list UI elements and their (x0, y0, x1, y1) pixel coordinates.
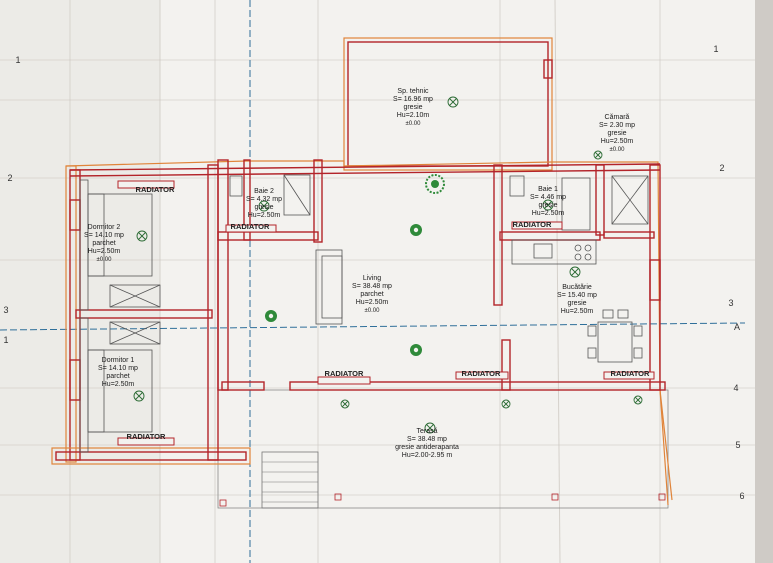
spot-lights (265, 174, 445, 356)
svg-text:Bucătărie: Bucătărie (562, 284, 592, 291)
svg-text:Baie 2: Baie 2 (254, 188, 274, 195)
svg-text:parchet: parchet (360, 291, 383, 298)
svg-text:Living: Living (363, 275, 381, 282)
axis-label-left-3: 3 (3, 305, 8, 315)
radiators (117, 180, 655, 446)
svg-text:Hu=2.00-2.95 m: Hu=2.00-2.95 m (402, 452, 453, 459)
section-mark-right: A (734, 322, 740, 332)
svg-text:Hu=2.50m: Hu=2.50m (102, 381, 135, 388)
radiator-label-bucatarie: RADIATOR (611, 369, 650, 378)
svg-text:±0.00: ±0.00 (406, 121, 422, 127)
furniture (79, 174, 649, 453)
svg-text:Hu=2.50m: Hu=2.50m (532, 210, 565, 217)
svg-text:S= 38.48 mp: S= 38.48 mp (352, 283, 392, 290)
svg-text:Hu=2.50m: Hu=2.50m (601, 138, 634, 145)
svg-text:gresie: gresie (567, 300, 586, 307)
axis-label-left-1: 1 (15, 55, 20, 65)
svg-text:gresie: gresie (254, 204, 273, 211)
room-label-sp-tehnic: Sp. tehnic S= 16.96 mp gresie Hu=2.10m ±… (393, 88, 433, 127)
svg-text:S= 4.46 mp: S= 4.46 mp (530, 194, 566, 201)
radiator-label-dormitor-2: RADIATOR (136, 185, 175, 194)
radiator-label-dormitor-1: RADIATOR (127, 432, 166, 441)
svg-text:Terasă: Terasă (416, 428, 437, 435)
room-label-dormitor-1: Dormitor 1 S= 14.10 mp parchet Hu=2.50m (98, 357, 138, 388)
svg-text:S= 2.30 mp: S= 2.30 mp (599, 122, 635, 129)
background-grid (0, 0, 755, 563)
axis-label-right-3: 3 (728, 298, 733, 308)
svg-text:±0.00: ±0.00 (97, 257, 113, 263)
room-label-baie-2: Baie 2 S= 4.32 mp gresie Hu=2.50m (246, 188, 282, 219)
room-label-camara: Cămară S= 2.30 mp gresie Hu=2.50m ±0.00 (599, 114, 635, 153)
room-label-living: Living S= 38.48 mp parchet Hu=2.50m ±0.0… (352, 275, 392, 314)
svg-text:gresie antiderapanta: gresie antiderapanta (395, 444, 459, 451)
svg-text:Hu=2.10m: Hu=2.10m (397, 112, 430, 119)
room-label-dormitor-2: Dormitor 2 S= 14.10 mp parchet Hu=2.50m … (84, 224, 124, 263)
svg-text:S= 15.40 mp: S= 15.40 mp (557, 292, 597, 299)
svg-text:Dormitor 1: Dormitor 1 (102, 357, 135, 364)
axis-label-right-1: 1 (713, 44, 718, 54)
svg-text:parchet: parchet (106, 373, 129, 380)
section-mark-left: 1 (3, 335, 8, 345)
svg-text:gresie: gresie (607, 130, 626, 137)
axis-line-horizontal (0, 322, 746, 331)
radiator-label-baie-1: RADIATOR (513, 220, 552, 229)
axis-label-right-4: 4 (733, 383, 738, 393)
svg-text:parchet: parchet (92, 240, 115, 247)
svg-text:Hu=2.50m: Hu=2.50m (561, 308, 594, 315)
axis-label-right-2: 2 (719, 163, 724, 173)
svg-text:Hu=2.50m: Hu=2.50m (356, 299, 389, 306)
svg-text:S= 14.10 mp: S= 14.10 mp (84, 232, 124, 239)
svg-text:Sp. tehnic: Sp. tehnic (397, 88, 429, 95)
svg-text:S= 14.10 mp: S= 14.10 mp (98, 365, 138, 372)
svg-text:Hu=2.50m: Hu=2.50m (248, 212, 281, 219)
axis-label-right-5: 5 (735, 440, 740, 450)
axis-label-right-6: 6 (739, 491, 744, 501)
svg-text:Cămară: Cămară (605, 114, 630, 121)
svg-text:Baie 1: Baie 1 (538, 186, 558, 193)
radiator-label-living: RADIATOR (325, 369, 364, 378)
axis-label-left-2: 2 (7, 173, 12, 183)
svg-text:±0.00: ±0.00 (365, 308, 381, 314)
svg-text:S= 4.32 mp: S= 4.32 mp (246, 196, 282, 203)
svg-text:Hu=2.50m: Hu=2.50m (88, 248, 121, 255)
svg-text:Dormitor 2: Dormitor 2 (88, 224, 121, 231)
room-label-terasa: Terasă S= 38.48 mp gresie antiderapanta … (395, 428, 459, 459)
radiator-label-baie-2: RADIATOR (231, 222, 270, 231)
svg-text:S= 16.96 mp: S= 16.96 mp (393, 96, 433, 103)
svg-text:gresie: gresie (538, 202, 557, 209)
svg-text:gresie: gresie (403, 104, 422, 111)
svg-text:S= 38.48 mp: S= 38.48 mp (407, 436, 447, 443)
room-label-baie-1: Baie 1 S= 4.46 mp gresie Hu=2.50m (530, 186, 566, 217)
room-label-bucatarie: Bucătărie S= 15.40 mp gresie Hu=2.50m (557, 284, 597, 315)
ceiling-lights (133, 96, 643, 434)
radiator-label-living-right: RADIATOR (462, 369, 501, 378)
walls (51, 37, 669, 506)
svg-text:±0.00: ±0.00 (610, 147, 626, 153)
